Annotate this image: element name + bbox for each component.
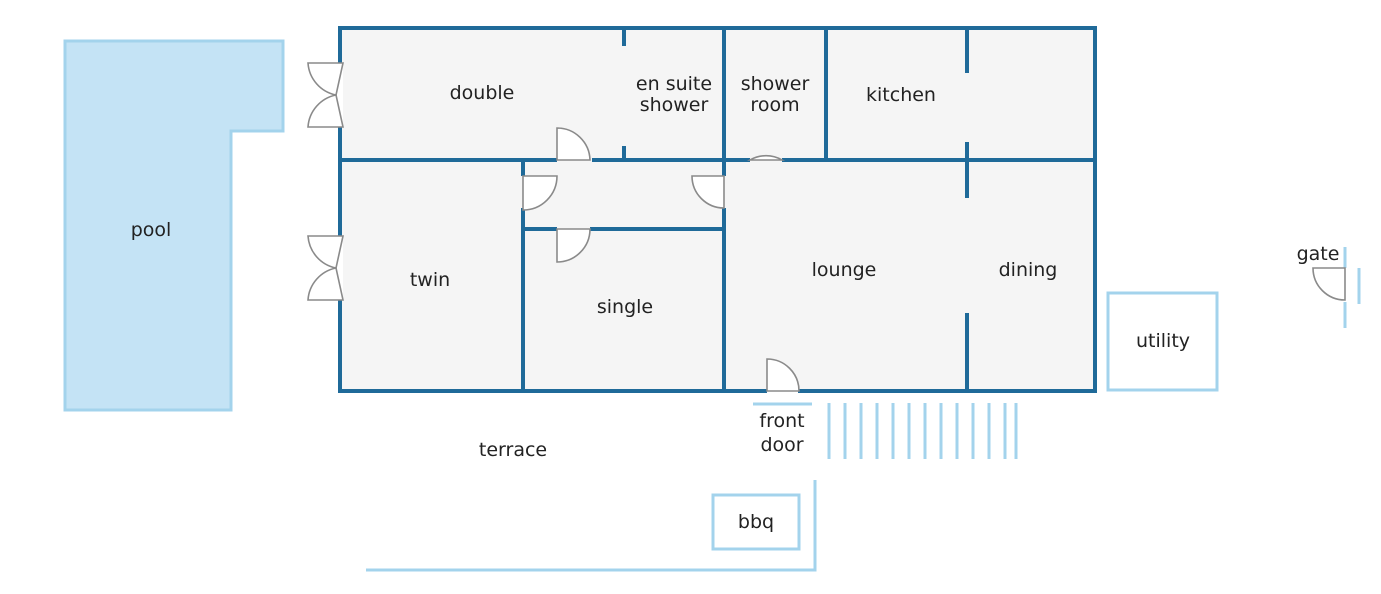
label-utility: utility [1136,330,1190,352]
label-en-suite-1: en suite [636,73,712,95]
label-single: single [597,296,653,318]
label-shower-room-1: shower [741,73,810,95]
label-front-door-1: front [759,410,804,432]
front-door-swing [766,358,800,392]
shower-room-door [747,154,785,161]
label-twin: twin [410,269,450,291]
label-pool: pool [131,219,172,241]
lounge-corridor-door [691,175,725,209]
label-double: double [450,82,515,104]
double-french-door [307,62,344,128]
label-gate: gate [1297,243,1340,265]
utility-outline [1106,291,1219,392]
label-front-door-2: door [760,434,803,456]
front-steps [827,403,1018,459]
pool-shape [63,39,285,412]
bbq-outline [711,493,801,551]
exterior-wall [338,26,1097,393]
gate-icon [1312,247,1361,328]
double-bedroom-door [556,127,591,161]
terrace-boundary [366,480,817,572]
label-dining: dining [999,259,1058,281]
twin-french-door [307,235,344,301]
label-en-suite-2: shower [640,94,709,116]
label-kitchen: kitchen [866,84,936,106]
twin-bedroom-door [522,175,558,211]
label-terrace: terrace [479,439,547,461]
label-lounge: lounge [812,259,877,281]
label-shower-room-2: room [750,94,799,116]
label-bbq: bbq [738,511,774,533]
house-floor [340,28,1095,391]
single-bedroom-door [556,228,591,263]
